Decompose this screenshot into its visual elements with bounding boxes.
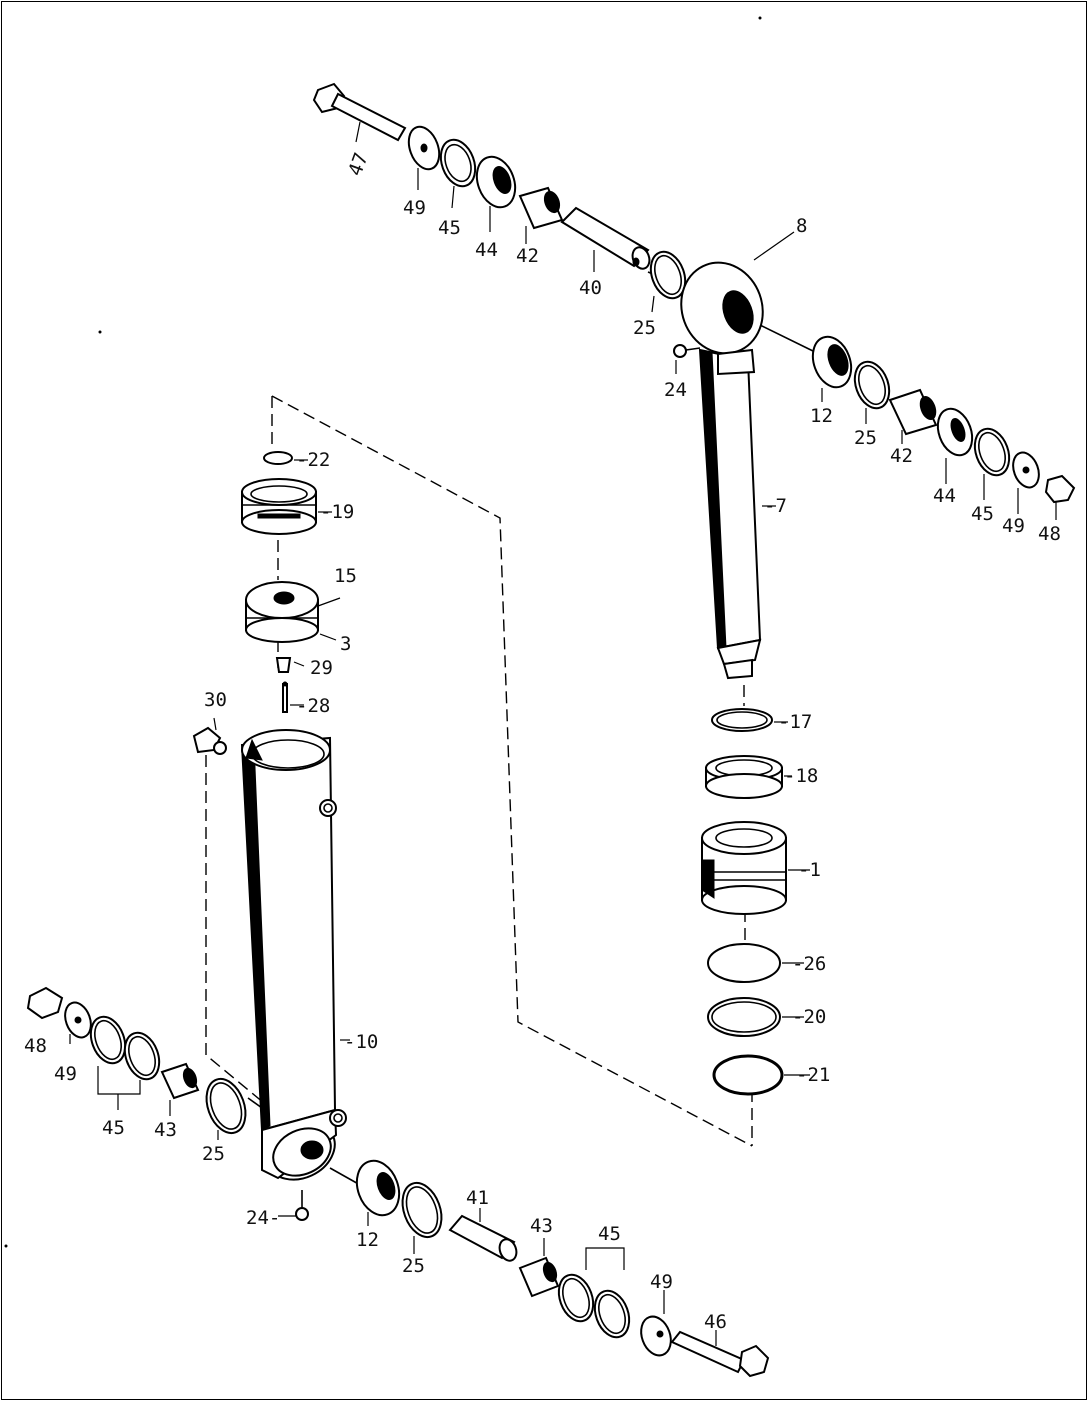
piston-rod-7 [698,348,762,680]
grease-fitting-24-top [673,344,701,358]
label-19: -19 [320,501,354,523]
label-40: 40 [579,277,602,299]
assembly-boundary-dashed [205,395,753,1147]
rod-eye-8 [680,261,764,376]
label-44-right: 44 [933,485,956,507]
label-49-left: 49 [54,1063,77,1085]
cylinder-head-1 [701,821,787,915]
oring-25-right [853,360,891,410]
part-labels: 47 49 45 44 42 40 25 8 24 12 25 42 44 45… [24,150,1061,1333]
label-25-right: 25 [854,427,877,449]
backup-ring-26 [707,943,781,983]
bushing-42-right [888,388,938,436]
grease-fitting-24-bottom [295,1190,309,1221]
ring-22 [263,451,293,465]
label-28: -28 [296,695,330,717]
label-47-top: 47 [344,150,373,179]
label-25-top: 25 [633,317,656,339]
bolt-46 [670,1330,770,1378]
bushing-43-bottom [518,1256,560,1298]
oring-25-left [205,1077,247,1135]
oring-25-bottom [401,1181,443,1239]
shim-45-top [439,138,477,188]
label-49-bottom: 49 [650,1271,673,1293]
label-45-top: 45 [438,217,461,239]
bolt-47 [312,82,407,142]
label-7: -7 [764,495,787,517]
label-44-top: 44 [475,239,498,261]
label-1: -1 [798,859,821,881]
label-12-right: 12 [810,405,833,427]
bushing-42-top [518,186,564,230]
label-24-bottom: 24- [246,1207,280,1229]
nut-48-left [26,986,64,1020]
label-20: -20 [792,1006,826,1028]
oring-25-top [649,250,687,300]
ring-21 [712,1054,784,1096]
piston-15 [245,581,319,643]
setscrew-29 [275,657,292,673]
dust-seal-12-bottom [355,1159,401,1217]
pin-28 [282,681,288,713]
pin-41 [448,1214,518,1262]
shim-45-left-b [123,1031,161,1081]
label-49-right: 49 [1002,515,1025,537]
label-8: 8 [796,215,807,237]
washer-49-left [64,1001,92,1039]
label-15: 15 [334,565,357,587]
label-48-left: 48 [24,1035,47,1057]
label-49-top: 49 [403,197,426,219]
label-48-right: 48 [1038,523,1061,545]
piston-ring-19 [241,478,317,535]
label-30: 30 [204,689,227,711]
label-42-right: 42 [890,445,913,467]
label-25-bottom: 25 [402,1255,425,1277]
fitting-tube-bottom [329,1109,347,1127]
label-26: -26 [792,953,826,975]
scan-specks [4,16,762,1248]
label-25-left: 25 [202,1143,225,1165]
cylinder-tube-10 [240,729,338,1181]
shim-45-bottom-a [557,1273,595,1323]
seal-44-top [475,155,517,209]
nut-48-right [1044,474,1076,504]
label-45-left: 45 [102,1117,125,1139]
label-45-right: 45 [971,503,994,525]
label-29: 29 [310,657,333,679]
label-17: -17 [778,711,812,733]
packing-18 [705,755,783,799]
shim-45-bottom-b [593,1289,631,1339]
seal-44-right [936,407,974,457]
label-18: -18 [784,765,818,787]
pin-40 [560,206,651,270]
label-12-bottom: 12 [356,1229,379,1251]
washer-49-right [1012,451,1040,489]
label-41: 41 [466,1187,489,1209]
label-45-bottom: 45 [598,1223,621,1245]
ring-17 [711,708,773,732]
shim-45-left-a [89,1015,127,1065]
label-10: -10 [344,1031,378,1053]
fitting-tube-top [319,799,337,817]
dust-seal-12-right [811,335,853,389]
label-22: -22 [296,449,330,471]
label-43-bottom: 43 [530,1215,553,1237]
label-42-top: 42 [516,245,539,267]
washer-49-top [407,125,441,171]
label-3: 3 [340,633,351,655]
fitting-30 [192,726,227,755]
label-24-top: 24 [664,379,687,401]
label-21: -21 [796,1064,830,1086]
bushing-43-left [160,1062,200,1100]
shim-45-right [973,427,1011,477]
washer-49-bottom [640,1315,672,1357]
oring-20 [707,997,781,1037]
leader-lines [69,121,1057,1346]
label-46: 46 [704,1311,727,1333]
label-43-left: 43 [154,1119,177,1141]
